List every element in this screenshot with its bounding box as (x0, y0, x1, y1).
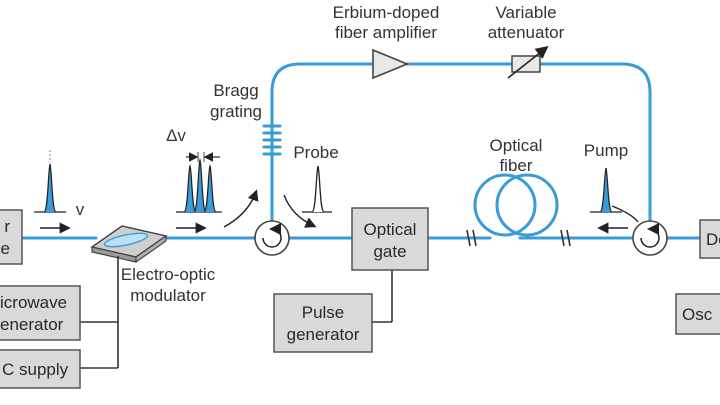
bragg-label-2: grating (210, 102, 262, 121)
optical-fiber-coil (466, 173, 571, 247)
laser-label-2: e (1, 239, 10, 258)
microwave-generator-box: icrowave enerator (0, 285, 81, 341)
electro-optic-modulator-icon (90, 225, 168, 264)
delta-nu-label: Δv (166, 126, 186, 145)
optical-fiber-label-1: Optical (490, 136, 543, 155)
circulator-left-icon (254, 220, 290, 256)
amplifier-icon (372, 48, 410, 80)
bragg-label-1: Bragg (213, 81, 258, 100)
pump-label: Pump (584, 141, 628, 160)
probe-label: Probe (293, 143, 338, 162)
oscilloscope-box: Osc (675, 293, 720, 335)
arrow-probe-return (283, 194, 317, 228)
fiber-paths (18, 62, 702, 240)
oscilloscope-label: Osc (682, 305, 713, 324)
nu-label: v (76, 200, 85, 219)
fiber-top-loop (270, 62, 652, 222)
laser-label-1: r (4, 217, 10, 236)
microwave-label-2: enerator (0, 315, 64, 334)
optical-gate-label-1: Optical (364, 220, 417, 239)
modulator-label-2: modulator (130, 286, 206, 305)
microwave-label-1: icrowave (0, 293, 67, 312)
spectrum-laser (34, 150, 66, 213)
dc-supply-box: C supply (0, 349, 81, 389)
dc-supply-label: C supply (2, 360, 69, 379)
pump-curve (611, 205, 639, 223)
laser-box: r e (0, 209, 23, 265)
spectrum-pump (590, 167, 622, 213)
modulator-label-1: Electro-optic (121, 265, 216, 284)
electrical-wires (80, 256, 393, 369)
pulse-generator-label-1: Pulse (302, 303, 345, 322)
spectrum-sidebands (176, 152, 222, 213)
spectrum-probe (302, 165, 332, 213)
attenuator-label-1: Variable (495, 3, 556, 22)
attenuator-label-2: attenuator (488, 23, 565, 42)
optical-gate-box: Optical gate (351, 207, 429, 271)
circulator-right-icon (632, 220, 668, 256)
pulse-generator-label-2: generator (287, 325, 360, 344)
pulse-generator-box: Pulse generator (273, 293, 373, 353)
bragg-grating (262, 124, 282, 156)
edfa-label-1: Erbium-doped (333, 3, 440, 22)
optical-gate-label-2: gate (373, 242, 406, 261)
variable-attenuator-icon (507, 46, 549, 79)
detector-box: De (699, 219, 720, 259)
detector-label: De (706, 230, 720, 249)
arrow-into-grating (223, 189, 259, 228)
optical-fiber-label-2: fiber (499, 156, 532, 175)
edfa-label-2: fiber amplifier (335, 23, 437, 42)
